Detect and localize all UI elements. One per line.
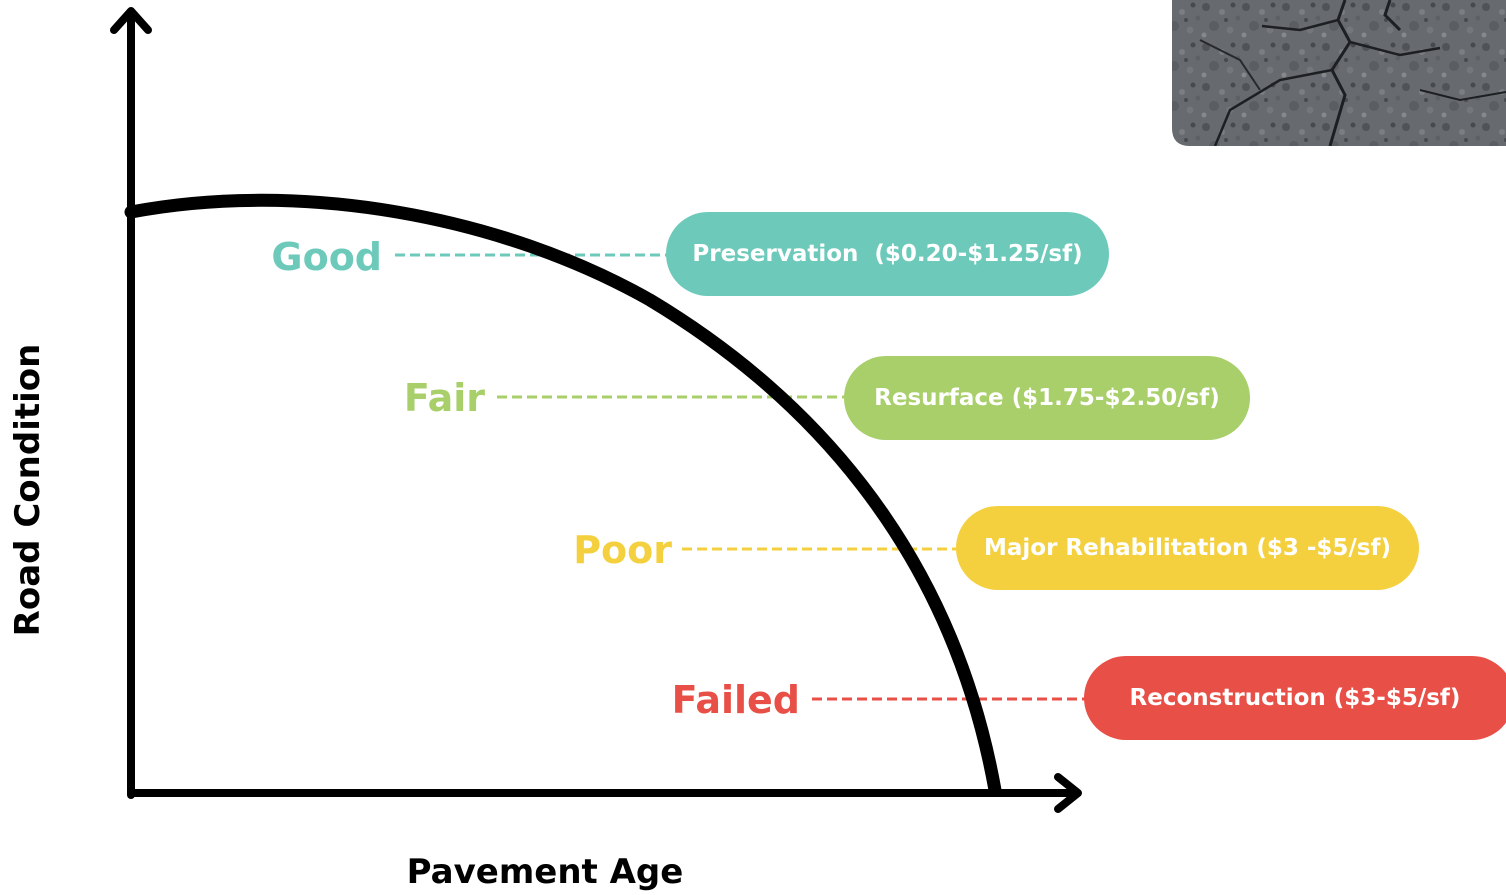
x-axis-title: Pavement Age xyxy=(406,852,684,892)
condition-label-failed: Failed xyxy=(671,678,800,722)
y-axis-title: Road Condition xyxy=(8,343,48,637)
cracked-pavement-photo xyxy=(1172,0,1506,146)
treatment-pill-reconstruction: Reconstruction ($3-$5/sf) xyxy=(1084,656,1506,740)
condition-label-fair: Fair xyxy=(403,376,485,420)
treatment-pill-resurface: Resurface ($1.75-$2.50/sf) xyxy=(844,356,1250,440)
treatment-pill-major-rehabilitation: Major Rehabilitation ($3 -$5/sf) xyxy=(956,506,1419,590)
y-axis-arrowhead xyxy=(110,7,152,34)
x-axis-arrowhead xyxy=(1054,773,1082,813)
deterioration-curve xyxy=(124,193,1002,797)
treatment-pill-preservation: Preservation ($0.20-$1.25/sf) xyxy=(666,212,1109,296)
condition-label-good: Good xyxy=(271,235,382,279)
condition-label-poor: Poor xyxy=(573,528,672,572)
